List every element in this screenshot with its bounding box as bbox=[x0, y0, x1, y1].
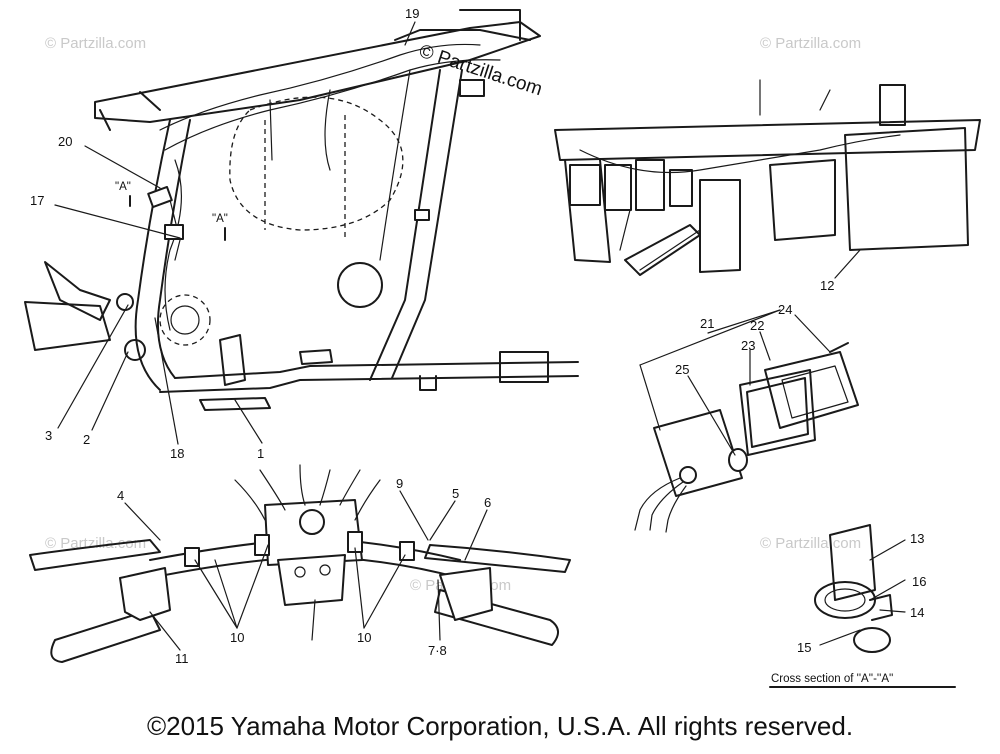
callout-19: 19 bbox=[405, 6, 419, 21]
callout-14: 14 bbox=[910, 605, 924, 620]
watermark-top-left: © Partzilla.com bbox=[45, 35, 146, 52]
callout-labels: 19 20 17 3 2 18 1 12 21 22 24 23 25 4 9 … bbox=[30, 6, 926, 666]
callout-11: 11 bbox=[175, 651, 189, 666]
watermark-bottom-right: © Partzilla.com bbox=[760, 535, 861, 552]
frame-harness-view: "A" "A" bbox=[24, 9, 579, 411]
callout-22: 22 bbox=[750, 318, 764, 333]
electrical-tray-view bbox=[554, 79, 981, 276]
callout-5: 5 bbox=[452, 486, 459, 501]
tail-light-exploded-view bbox=[634, 342, 859, 533]
watermark-layer: © Partzilla.com © Partzilla.com © Partzi… bbox=[45, 35, 861, 594]
cross-section-caption: Cross section of ''A''-''A'' bbox=[771, 673, 893, 685]
callout-1: 1 bbox=[257, 446, 264, 461]
callout-4: 4 bbox=[117, 488, 124, 503]
callout-10-left: 10 bbox=[230, 630, 244, 645]
watermark-bottom-left: © Partzilla.com bbox=[45, 535, 146, 552]
callout-2: 2 bbox=[83, 432, 90, 447]
callout-13: 13 bbox=[910, 531, 924, 546]
callout-21: 21 bbox=[700, 316, 714, 331]
callout-23: 23 bbox=[741, 338, 755, 353]
callout-24: 24 bbox=[778, 302, 792, 317]
callout-10-right: 10 bbox=[357, 630, 371, 645]
callout-18: 18 bbox=[170, 446, 184, 461]
copyright-notice: ©2015 Yamaha Motor Corporation, U.S.A. A… bbox=[147, 711, 853, 741]
callout-12: 12 bbox=[820, 278, 834, 293]
callout-16: 16 bbox=[912, 574, 926, 589]
callout-25: 25 bbox=[675, 362, 689, 377]
callout-3: 3 bbox=[45, 428, 52, 443]
leader-lines bbox=[54, 21, 906, 651]
handlebar-view bbox=[29, 464, 571, 663]
callout-20: 20 bbox=[58, 134, 72, 149]
callout-6: 6 bbox=[484, 495, 491, 510]
section-mark-a-upper: "A" bbox=[115, 181, 131, 193]
watermark-top-right: © Partzilla.com bbox=[760, 35, 861, 52]
callout-7-8: 7·8 bbox=[428, 643, 447, 658]
callout-9: 9 bbox=[396, 476, 403, 491]
cross-section-view: Cross section of ''A''-''A'' bbox=[769, 524, 956, 688]
section-mark-a-lower: "A" bbox=[212, 213, 228, 225]
callout-17: 17 bbox=[30, 193, 44, 208]
callout-15: 15 bbox=[797, 640, 811, 655]
